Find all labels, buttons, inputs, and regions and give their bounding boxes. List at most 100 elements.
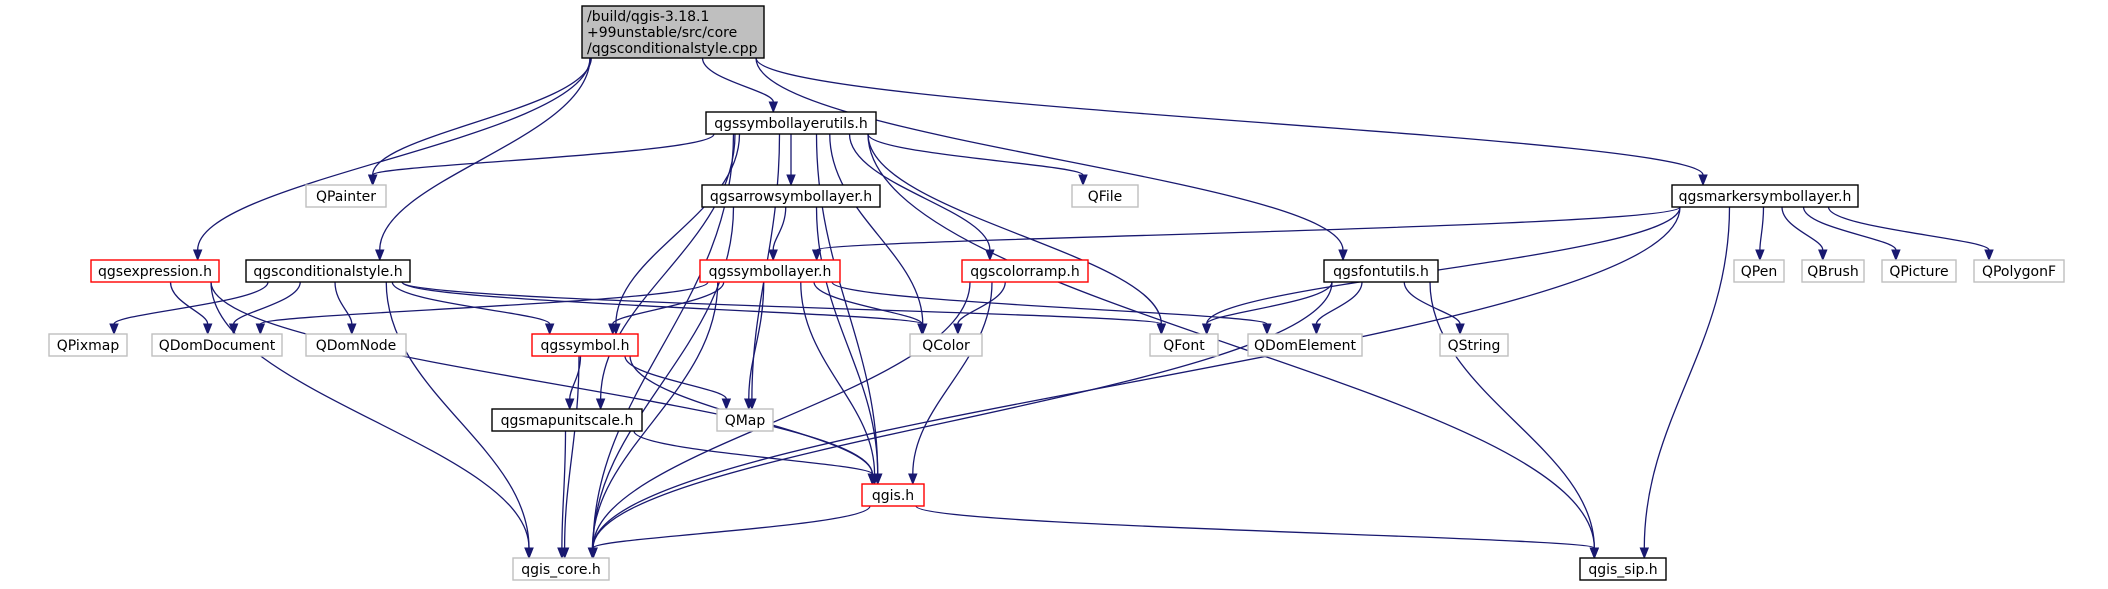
arrowhead: [202, 323, 213, 336]
label-qgis-sip: qgis_sip.h: [1588, 562, 1657, 578]
edge-line: [210, 281, 530, 549]
arrowhead: [1589, 547, 1600, 560]
label-qpolygonf: QPolygonF: [1982, 264, 2056, 280]
node-qpen[interactable]: QPen: [1733, 259, 1785, 283]
edge-line: [867, 133, 1084, 176]
edge-line: [813, 281, 923, 325]
edge-line: [1759, 206, 1765, 251]
edge-qgssymbol-to-qmap: [624, 355, 732, 411]
node-qgis[interactable]: qgis.h: [861, 483, 925, 507]
arrowhead: [908, 473, 918, 486]
arrowhead: [1818, 249, 1828, 262]
node-qgis-sip[interactable]: qgis_sip.h: [1579, 557, 1667, 581]
edge-fontutils-to-qdomelem: [1311, 281, 1363, 336]
node-qbrush[interactable]: QBrush: [1801, 259, 1865, 283]
node-qfile[interactable]: QFile: [1071, 184, 1139, 208]
node-qstring[interactable]: QString: [1439, 333, 1509, 357]
node-qgscolorramp[interactable]: qgscolorramp.h: [961, 259, 1089, 283]
arrowhead: [744, 398, 754, 411]
edge-line: [372, 133, 715, 176]
node-qpixmap[interactable]: QPixmap: [48, 333, 128, 357]
node-qpainter[interactable]: QPainter: [305, 184, 387, 208]
node-qfont[interactable]: QFont: [1149, 333, 1219, 357]
edge-line: [800, 281, 876, 475]
node-qdomdocument[interactable]: QDomDocument: [151, 333, 283, 357]
node-qcolor[interactable]: QColor: [909, 333, 983, 357]
arrowhead: [557, 547, 567, 560]
edge-expr-to-qgiscore: [210, 281, 534, 560]
edge-line: [912, 281, 993, 475]
arrowhead: [347, 323, 357, 336]
node-qgsconditionalstyle[interactable]: qgsconditionalstyle.h: [245, 259, 411, 283]
arrowhead: [1078, 174, 1088, 187]
edge-root-to-condstyle: [375, 57, 591, 262]
label-qdomnode: QDomNode: [316, 338, 397, 354]
node-qdomnode[interactable]: QDomNode: [305, 333, 407, 357]
node-qdomelement[interactable]: QDomElement: [1247, 333, 1363, 357]
node-qpolygonf[interactable]: QPolygonF: [1973, 259, 2065, 283]
edge-symutils-to-qfont: [867, 133, 1167, 336]
node-qgis-core[interactable]: qgis_core.h: [512, 557, 610, 581]
edge-line: [612, 281, 725, 325]
node-qgsmapunitscale[interactable]: qgsmapunitscale.h: [491, 408, 643, 432]
node-qgsexpression[interactable]: qgsexpression.h: [90, 259, 220, 283]
edge-colorramp-to-qcolor: [953, 281, 1006, 336]
label-qdomelement: QDomElement: [1254, 338, 1356, 354]
edge-line: [591, 281, 719, 549]
edge-line: [1781, 206, 1824, 251]
edge-line: [915, 505, 1595, 549]
edge-fontutils-to-qstring: [1403, 281, 1465, 336]
node-qgssymbollayer[interactable]: qgssymbollayer.h: [699, 259, 841, 283]
edge-mapunit-to-qgiscore: [557, 430, 567, 560]
edge-marker-to-qbrush: [1781, 206, 1828, 262]
edge-line: [592, 281, 971, 549]
arrowhead: [953, 323, 963, 336]
node-root-file[interactable]: /build/qgis-3.18.1 +99unstable/src/core …: [581, 5, 765, 59]
label-qcolor: QColor: [922, 338, 970, 354]
node-qgssymbol[interactable]: qgssymbol.h: [531, 333, 639, 357]
node-qgsarrowsymbollayer[interactable]: qgsarrowsymbollayer.h: [701, 184, 881, 208]
edges-layer: [109, 57, 1994, 560]
edge-root-to-symutils: [701, 57, 779, 114]
node-qpicture[interactable]: QPicture: [1881, 259, 1957, 283]
edge-symutils-to-arrow: [786, 133, 796, 187]
edge-line: [372, 57, 592, 176]
edge-root-to-marker: [755, 57, 1708, 187]
edge-qgis-to-qgissip: [915, 505, 1600, 560]
edge-marker-to-qpolygonf: [1827, 206, 1994, 262]
node-qgsmarkersymbollayer[interactable]: qgsmarkersymbollayer.h: [1671, 184, 1859, 208]
node-qgssymbollayerutils[interactable]: qgssymbollayerutils.h: [705, 111, 877, 135]
label-qgsconditionalstyle: qgsconditionalstyle.h: [253, 264, 402, 280]
edge-colorramp-to-qgis: [908, 281, 993, 486]
arrowhead: [1262, 323, 1272, 336]
root-line-2: +99unstable/src/core: [587, 25, 737, 41]
edge-line: [233, 281, 301, 325]
edge-line: [391, 281, 551, 325]
edge-condstyle-to-qfont: [401, 281, 1167, 336]
label-qfont: QFont: [1163, 338, 1205, 354]
edge-symutils-to-qpainter: [367, 133, 715, 187]
node-qgsfontutils[interactable]: qgsfontutils.h: [1323, 259, 1439, 283]
label-qgssymbollayerutils: qgssymbollayerutils.h: [714, 116, 868, 132]
edge-fontutils-to-qfont: [1201, 281, 1333, 336]
edge-line: [867, 133, 1162, 325]
edge-line: [816, 206, 1681, 251]
edge-line: [701, 57, 774, 103]
edge-line: [1315, 281, 1363, 325]
label-qgscolorramp: qgscolorramp.h: [970, 264, 1079, 280]
edge-marker-to-qgissip: [1639, 206, 1731, 560]
arrowhead: [1984, 249, 1994, 262]
nodes-layer: /build/qgis-3.18.1 +99unstable/src/core …: [48, 5, 2065, 581]
edge-expr-to-qdomdoc: [169, 281, 213, 336]
edge-condstyle-to-qdomnode: [334, 281, 357, 336]
edge-line: [592, 505, 871, 549]
edge-line: [210, 281, 873, 475]
edge-line: [592, 281, 1333, 549]
edge-line: [379, 57, 591, 251]
label-qgis: qgis.h: [872, 488, 914, 504]
node-qmap[interactable]: QMap: [716, 408, 774, 432]
edge-qgssymbol-to-mapunit: [564, 355, 582, 411]
label-qgssymbollayer: qgssymbollayer.h: [709, 264, 832, 280]
edge-line: [755, 57, 1344, 251]
